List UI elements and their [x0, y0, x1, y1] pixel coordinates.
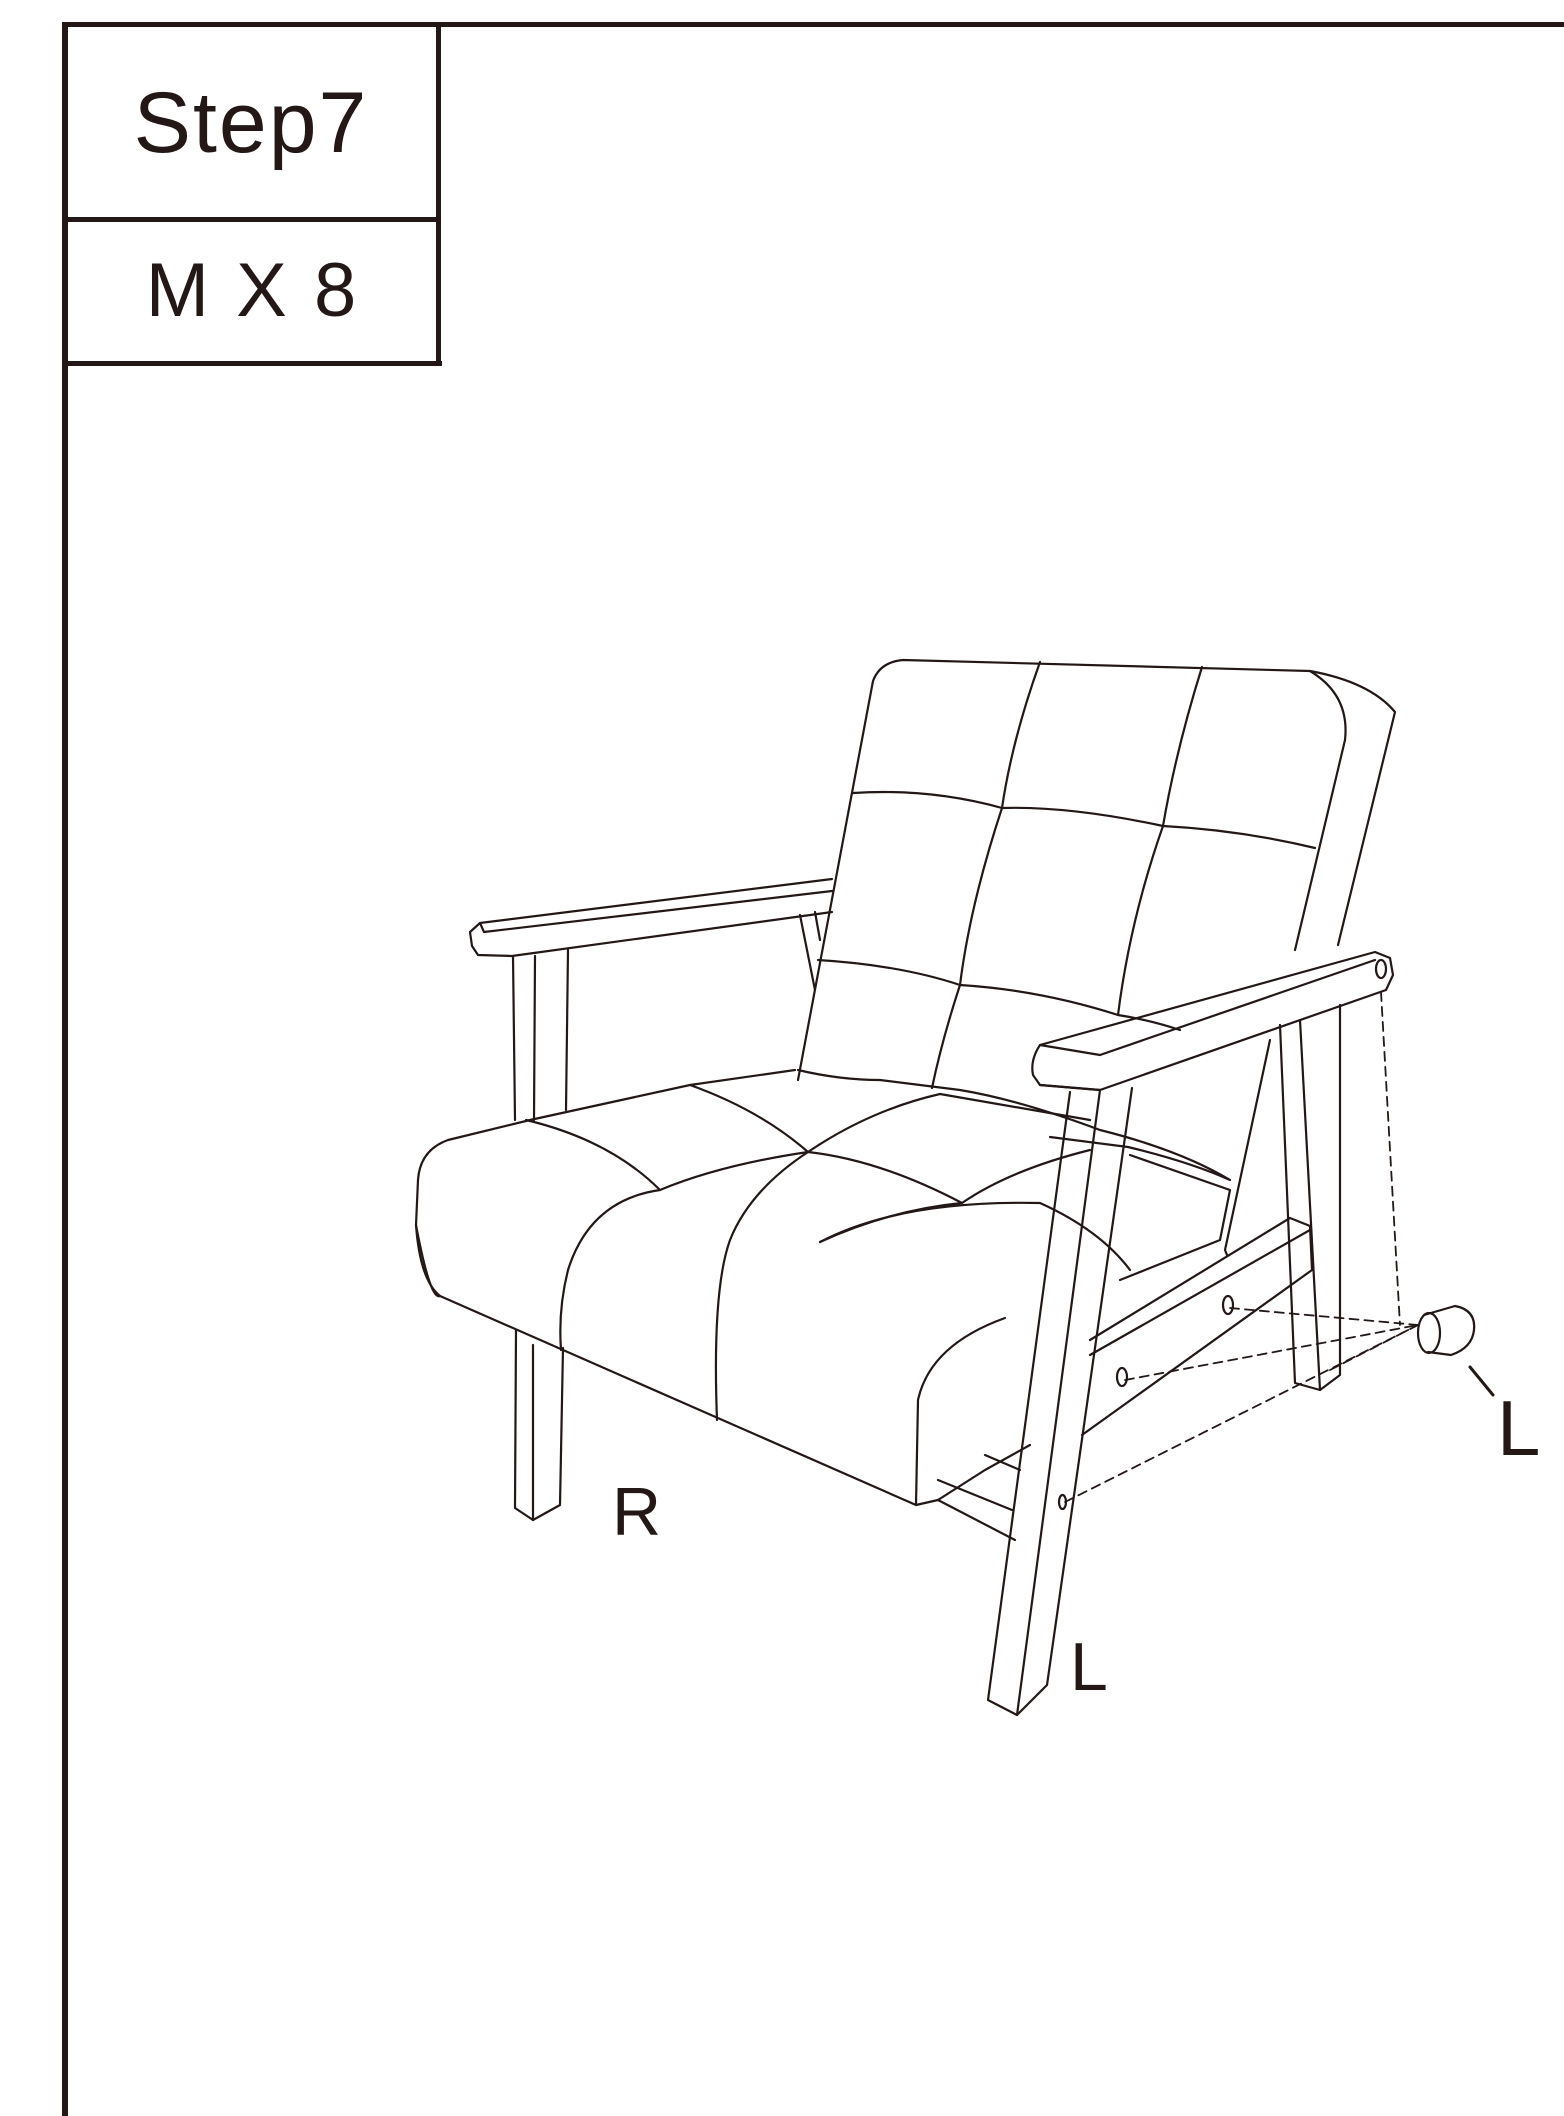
seat-seam-6 — [818, 1201, 1132, 1272]
left-armrest — [1031, 950, 1395, 1092]
right-rear-post — [798, 910, 822, 992]
seat-outline — [414, 1068, 1232, 1507]
guide-line-armrest — [1380, 991, 1401, 1326]
seat-cushion — [414, 1068, 1232, 1542]
right-armrest-inner-line — [478, 889, 834, 934]
frame-left-border — [62, 26, 68, 2116]
seat-back-corner — [1118, 1153, 1232, 1282]
step-number: Step7 — [133, 75, 369, 171]
left-rear-leg-inner — [1298, 1018, 1322, 1392]
seat-side-lower — [936, 1443, 1032, 1542]
hardware-quantity: M X 8 — [145, 248, 357, 333]
seat-seam-1 — [524, 1118, 662, 1352]
seat-seam-3 — [658, 1150, 964, 1244]
backrest-seam-v2 — [1116, 665, 1204, 1017]
lower-stretcher — [936, 1453, 1022, 1512]
backrest-seam-h1 — [851, 790, 1317, 850]
left-armrest-hole — [1374, 958, 1388, 980]
hardware-guide-lines — [1064, 991, 1419, 1503]
seat-seam-5 — [960, 1148, 1092, 1205]
hardware-cap-body — [1422, 1304, 1476, 1357]
hardware-quantity-box: M X 8 — [64, 223, 438, 359]
step-box-divider — [62, 217, 440, 222]
guide-line-rail-2 — [1124, 1324, 1419, 1381]
left-leg-label: L — [1070, 1629, 1108, 1705]
backrest-seam-v1 — [930, 660, 1042, 1090]
backrest-right-edge — [1293, 669, 1347, 952]
guide-line-rear — [1329, 1324, 1419, 1371]
left-front-leg-outline — [986, 1086, 1134, 1717]
hardware-cap-face — [1416, 1311, 1442, 1355]
hardware-cap — [1416, 1304, 1495, 1397]
left-armrest-front — [1031, 1043, 1102, 1092]
backrest — [796, 658, 1397, 1090]
step-box-right-border — [436, 26, 441, 366]
left-rear-leg-cutout — [1223, 1038, 1272, 1257]
seat-seam-2 — [688, 1083, 810, 1422]
step-number-box: Step7 — [64, 27, 438, 219]
seat-seam-4 — [806, 1092, 1092, 1154]
right-leg — [513, 1328, 565, 1522]
left-side-rail-outline — [1080, 1216, 1314, 1437]
left-side-rail-top — [1088, 1228, 1312, 1357]
left-rail-hole-1 — [1221, 1294, 1235, 1316]
seat-front-face — [414, 1223, 442, 1298]
left-rail-hole-2 — [1115, 1366, 1129, 1388]
left-front-leg-inner — [1015, 1088, 1102, 1717]
seat-front-seam — [914, 1316, 1007, 1507]
step-box-bottom-border — [62, 361, 442, 366]
left-part-label: L — [1497, 1384, 1540, 1472]
left-rear-leg — [1223, 1003, 1342, 1392]
left-side-rail — [1080, 1216, 1314, 1437]
left-armrest-inner-edge — [1038, 958, 1377, 1057]
guide-line-leg — [1064, 1324, 1419, 1503]
frame-top-border — [62, 22, 1564, 27]
guide-line-rail-1 — [1229, 1307, 1419, 1326]
right-leg-outline — [513, 1328, 565, 1522]
right-front-post — [511, 948, 570, 1122]
right-armrest-top — [468, 877, 834, 958]
right-side-label: R — [612, 1474, 661, 1550]
right-armrest — [468, 877, 834, 1122]
hardware-pointer — [1468, 1365, 1495, 1397]
left-front-leg — [986, 1086, 1134, 1717]
